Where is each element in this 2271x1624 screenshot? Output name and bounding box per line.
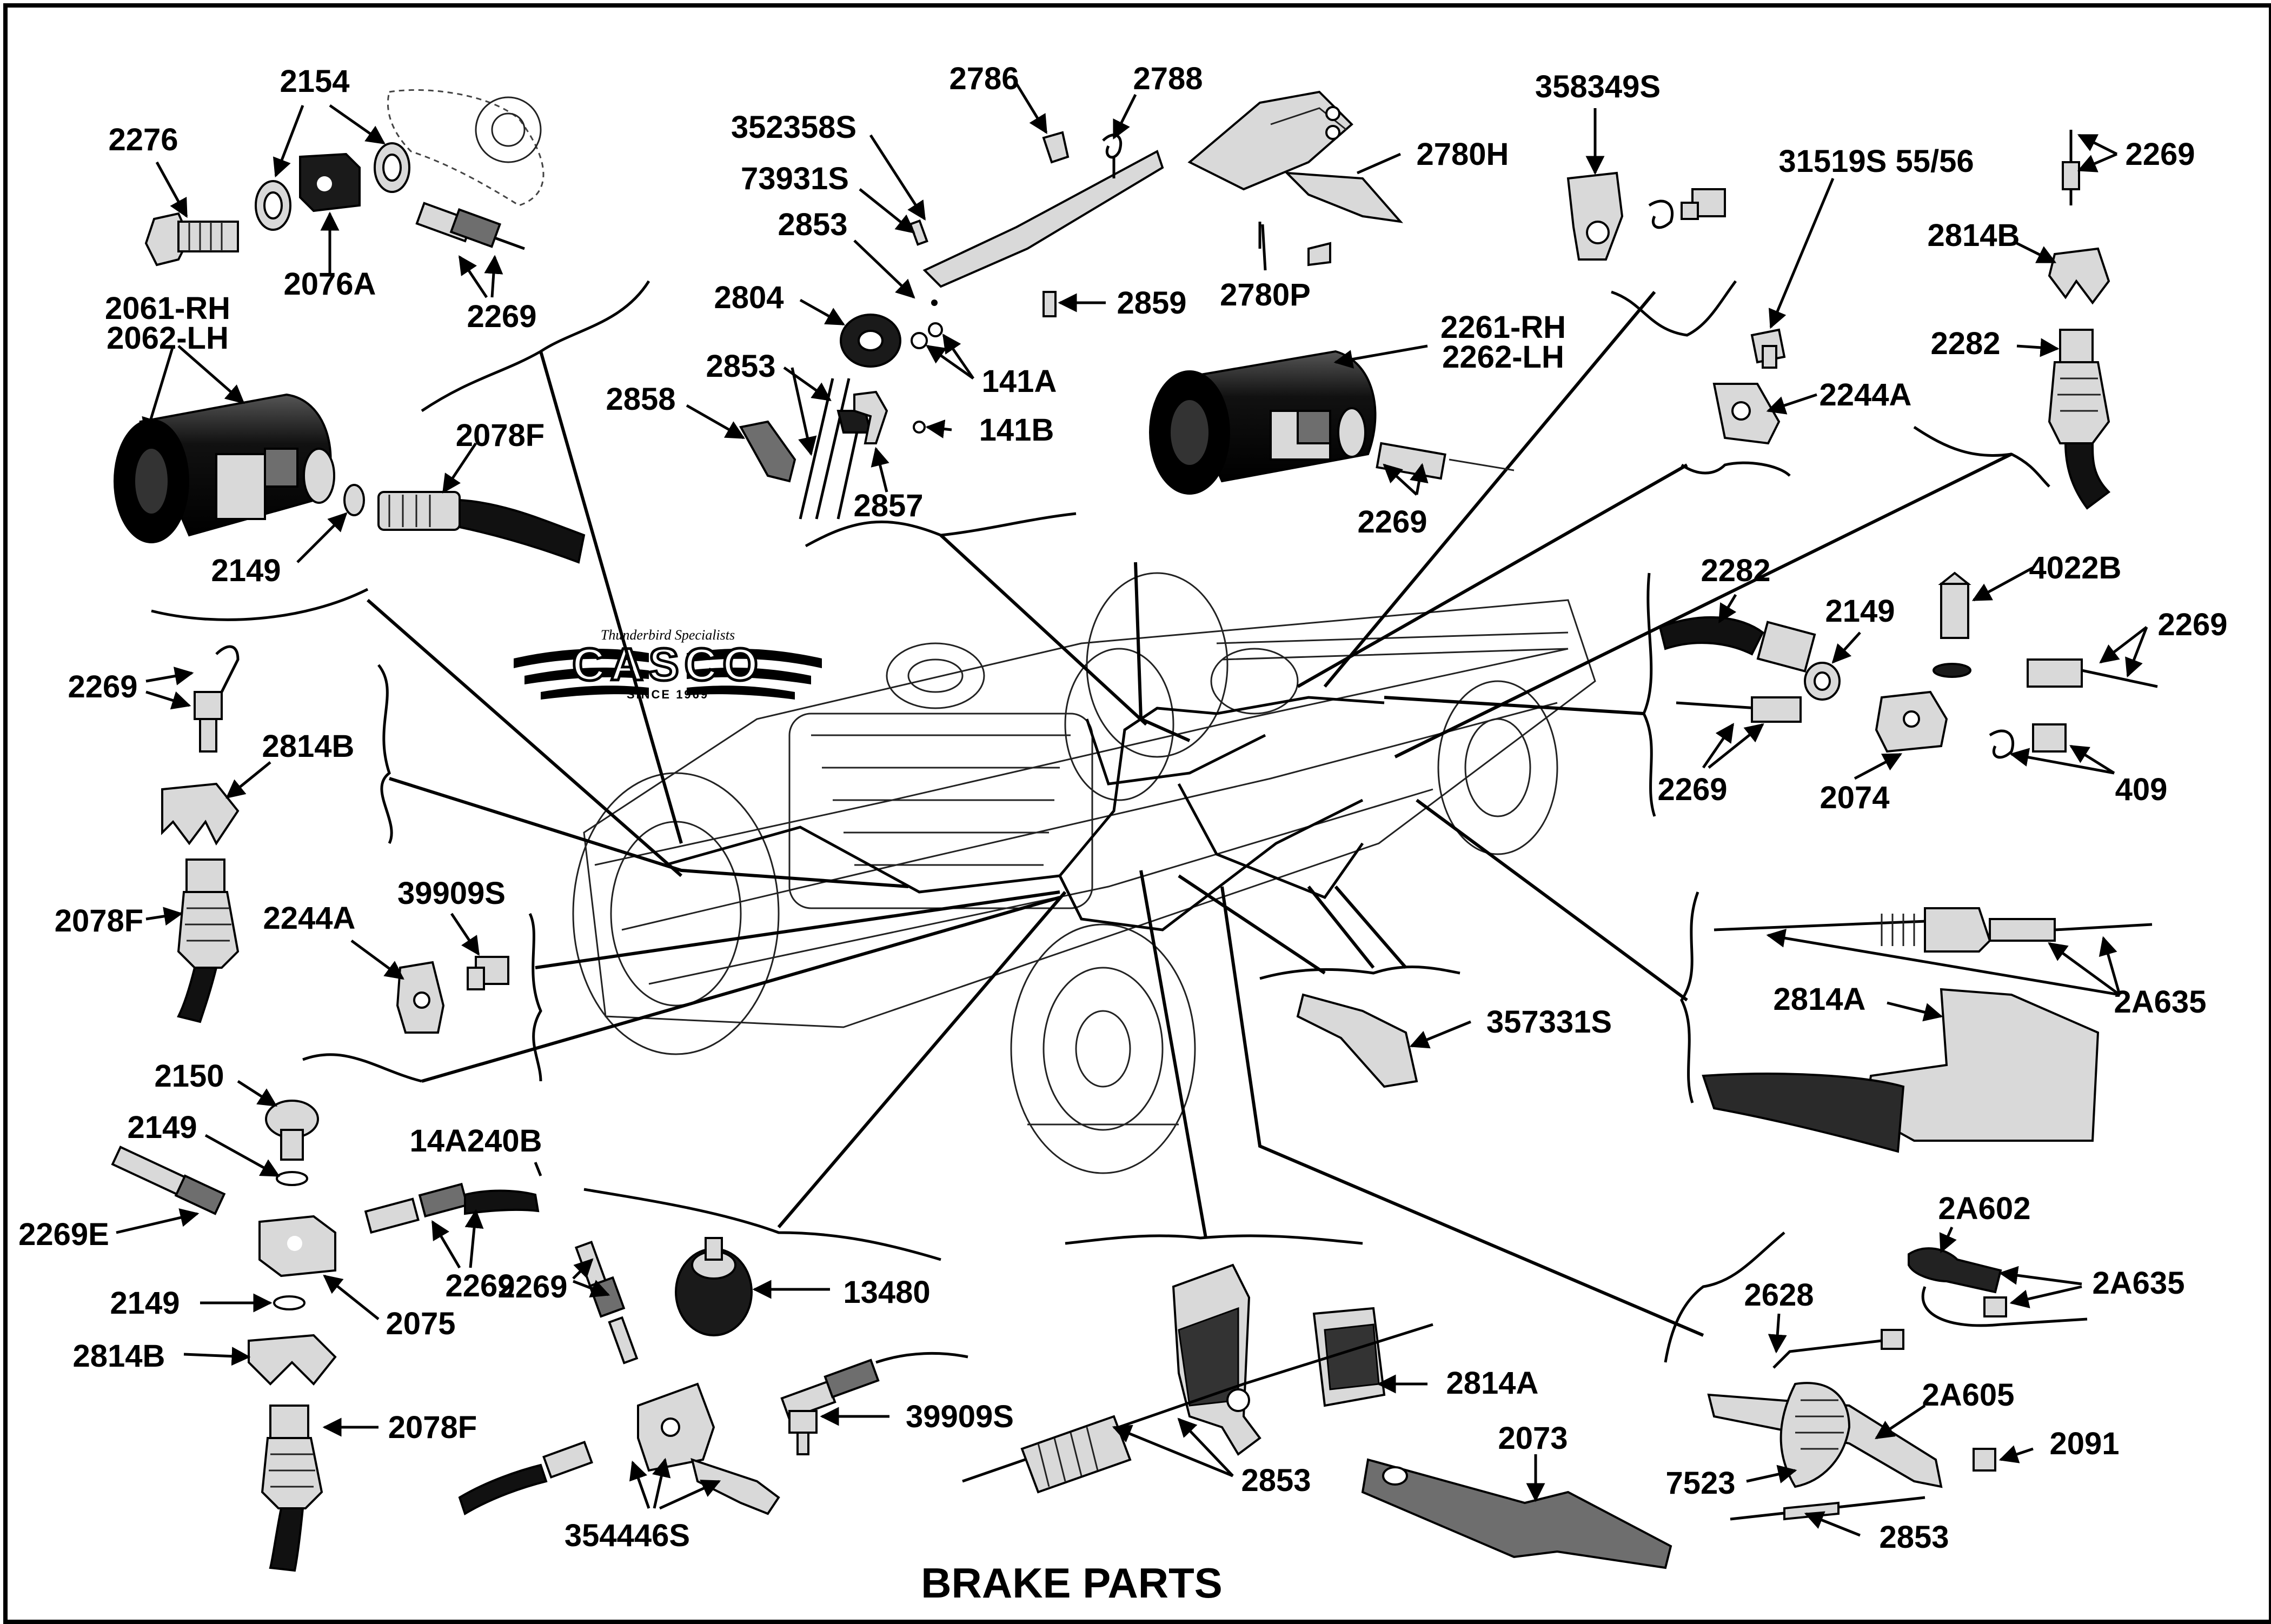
label-39909S-mid-left: 39909S: [397, 876, 506, 911]
part-labels: 2154 2276 2076A 2269 2061-RH 2062-LH 207…: [18, 61, 2227, 1555]
wheel-cylinder-2261: [1149, 350, 1377, 495]
label-2244A-mid-left: 2244A: [263, 901, 356, 936]
label-2154: 2154: [280, 64, 349, 99]
diagram-frame: [3, 3, 2271, 1624]
label-2149-bottom-left-a: 2149: [127, 1110, 197, 1145]
banjo-bolt-2276: [144, 212, 239, 267]
label-2A605: 2A605: [1922, 1377, 2015, 1413]
label-2269-bottom-left: 2269: [445, 1268, 515, 1303]
label-409: 409: [2115, 772, 2168, 807]
label-2858: 2858: [606, 382, 675, 417]
label-2150: 2150: [154, 1059, 224, 1094]
label-2853-a: 2853: [778, 207, 847, 242]
label-2857: 2857: [853, 488, 923, 523]
label-141A: 141A: [982, 364, 1057, 399]
label-2269-mid-right-b: 2269: [1657, 772, 1727, 807]
label-2853-bottom-right: 2853: [1879, 1520, 1949, 1555]
label-357331S: 357331S: [1486, 1004, 1612, 1040]
label-2244A-top-right: 2244A: [1820, 377, 1912, 412]
label-73931S: 73931S: [741, 161, 849, 196]
label-2078F-mid-left: 2078F: [55, 903, 143, 939]
label-2149-top: 2149: [211, 553, 281, 588]
section-braces: [151, 280, 2050, 1363]
label-2073: 2073: [1498, 1421, 1568, 1456]
label-2269-top-right: 2269: [2125, 137, 2195, 172]
label-352358S: 352358S: [731, 110, 856, 145]
chassis-illustration: [572, 572, 1596, 1174]
label-2814B-top-right: 2814B: [1928, 218, 2020, 253]
wheel-cylinder-2061: [114, 393, 335, 543]
label-354446S: 354446S: [565, 1518, 690, 1553]
label-2149-bottom-left-b: 2149: [110, 1286, 180, 1321]
label-2078F-top: 2078F: [456, 418, 544, 453]
label-2814B-mid-left: 2814B: [262, 729, 355, 764]
label-2091: 2091: [2049, 1426, 2119, 1461]
logo-brand: CASCO: [572, 639, 763, 690]
part-illustrations: [111, 89, 2158, 1572]
label-2A602: 2A602: [1938, 1191, 2031, 1226]
label-2282-top-right: 2282: [1930, 326, 2000, 361]
label-7523: 7523: [1665, 1466, 1735, 1501]
label-2062-lh: 2062-LH: [107, 321, 229, 356]
connector-lines: [367, 291, 2013, 1337]
label-2853-b: 2853: [706, 349, 775, 384]
label-14A240B: 14A240B: [409, 1123, 542, 1159]
label-2804: 2804: [714, 280, 783, 315]
label-2269-bottom-center: 2269: [497, 1269, 567, 1304]
label-141B: 141B: [979, 412, 1054, 448]
label-2814A-bottom-center: 2814A: [1446, 1366, 1539, 1401]
label-2261-rh: 2261-RH: [1440, 310, 1566, 345]
label-31519S: 31519S 55/56: [1778, 144, 1974, 179]
label-2269E: 2269E: [18, 1217, 109, 1252]
label-39909S-bottom-center: 39909S: [906, 1399, 1014, 1434]
label-2061-rh: 2061-RH: [105, 291, 230, 326]
label-2814A-mid-right: 2814A: [1774, 982, 1866, 1017]
label-2075: 2075: [386, 1306, 455, 1341]
label-2262-lh: 2262-LH: [1442, 340, 1564, 375]
label-2276: 2276: [108, 122, 178, 157]
label-2859: 2859: [1117, 285, 1186, 321]
label-2780H: 2780H: [1417, 137, 1509, 172]
casco-logo: Thunderbird Specialists CASCO SINCE 1969: [514, 627, 822, 701]
label-2269-wheel-cyl: 2269: [1357, 504, 1427, 540]
label-2269-top-left: 2269: [467, 299, 536, 334]
label-2076A: 2076A: [284, 267, 376, 302]
label-2628: 2628: [1744, 1277, 1814, 1313]
label-13480: 13480: [843, 1275, 930, 1310]
label-2786: 2786: [949, 61, 1019, 96]
label-2780P: 2780P: [1220, 277, 1311, 312]
label-2853-bottom-center: 2853: [1241, 1463, 1311, 1498]
label-2149-mid-right: 2149: [1825, 594, 1895, 629]
label-2A635-bottom-right: 2A635: [2093, 1266, 2185, 1301]
label-2269-mid-right-a: 2269: [2157, 607, 2227, 642]
leader-lines: [116, 83, 2148, 1537]
label-2814B-bottom-left: 2814B: [73, 1339, 165, 1374]
label-2078F-bottom-left: 2078F: [388, 1410, 477, 1445]
label-2269-mid-left: 2269: [68, 669, 137, 704]
label-4022B: 4022B: [2029, 550, 2122, 585]
label-358349S: 358349S: [1535, 69, 1661, 104]
label-2788: 2788: [1133, 61, 1203, 96]
diagram-title: BRAKE PARTS: [921, 1559, 1223, 1607]
label-2A635-mid-right: 2A635: [2114, 984, 2207, 1020]
pedal-assembly: [922, 90, 1404, 288]
label-2074: 2074: [1820, 780, 1889, 815]
label-2282-mid-right: 2282: [1701, 553, 1770, 588]
